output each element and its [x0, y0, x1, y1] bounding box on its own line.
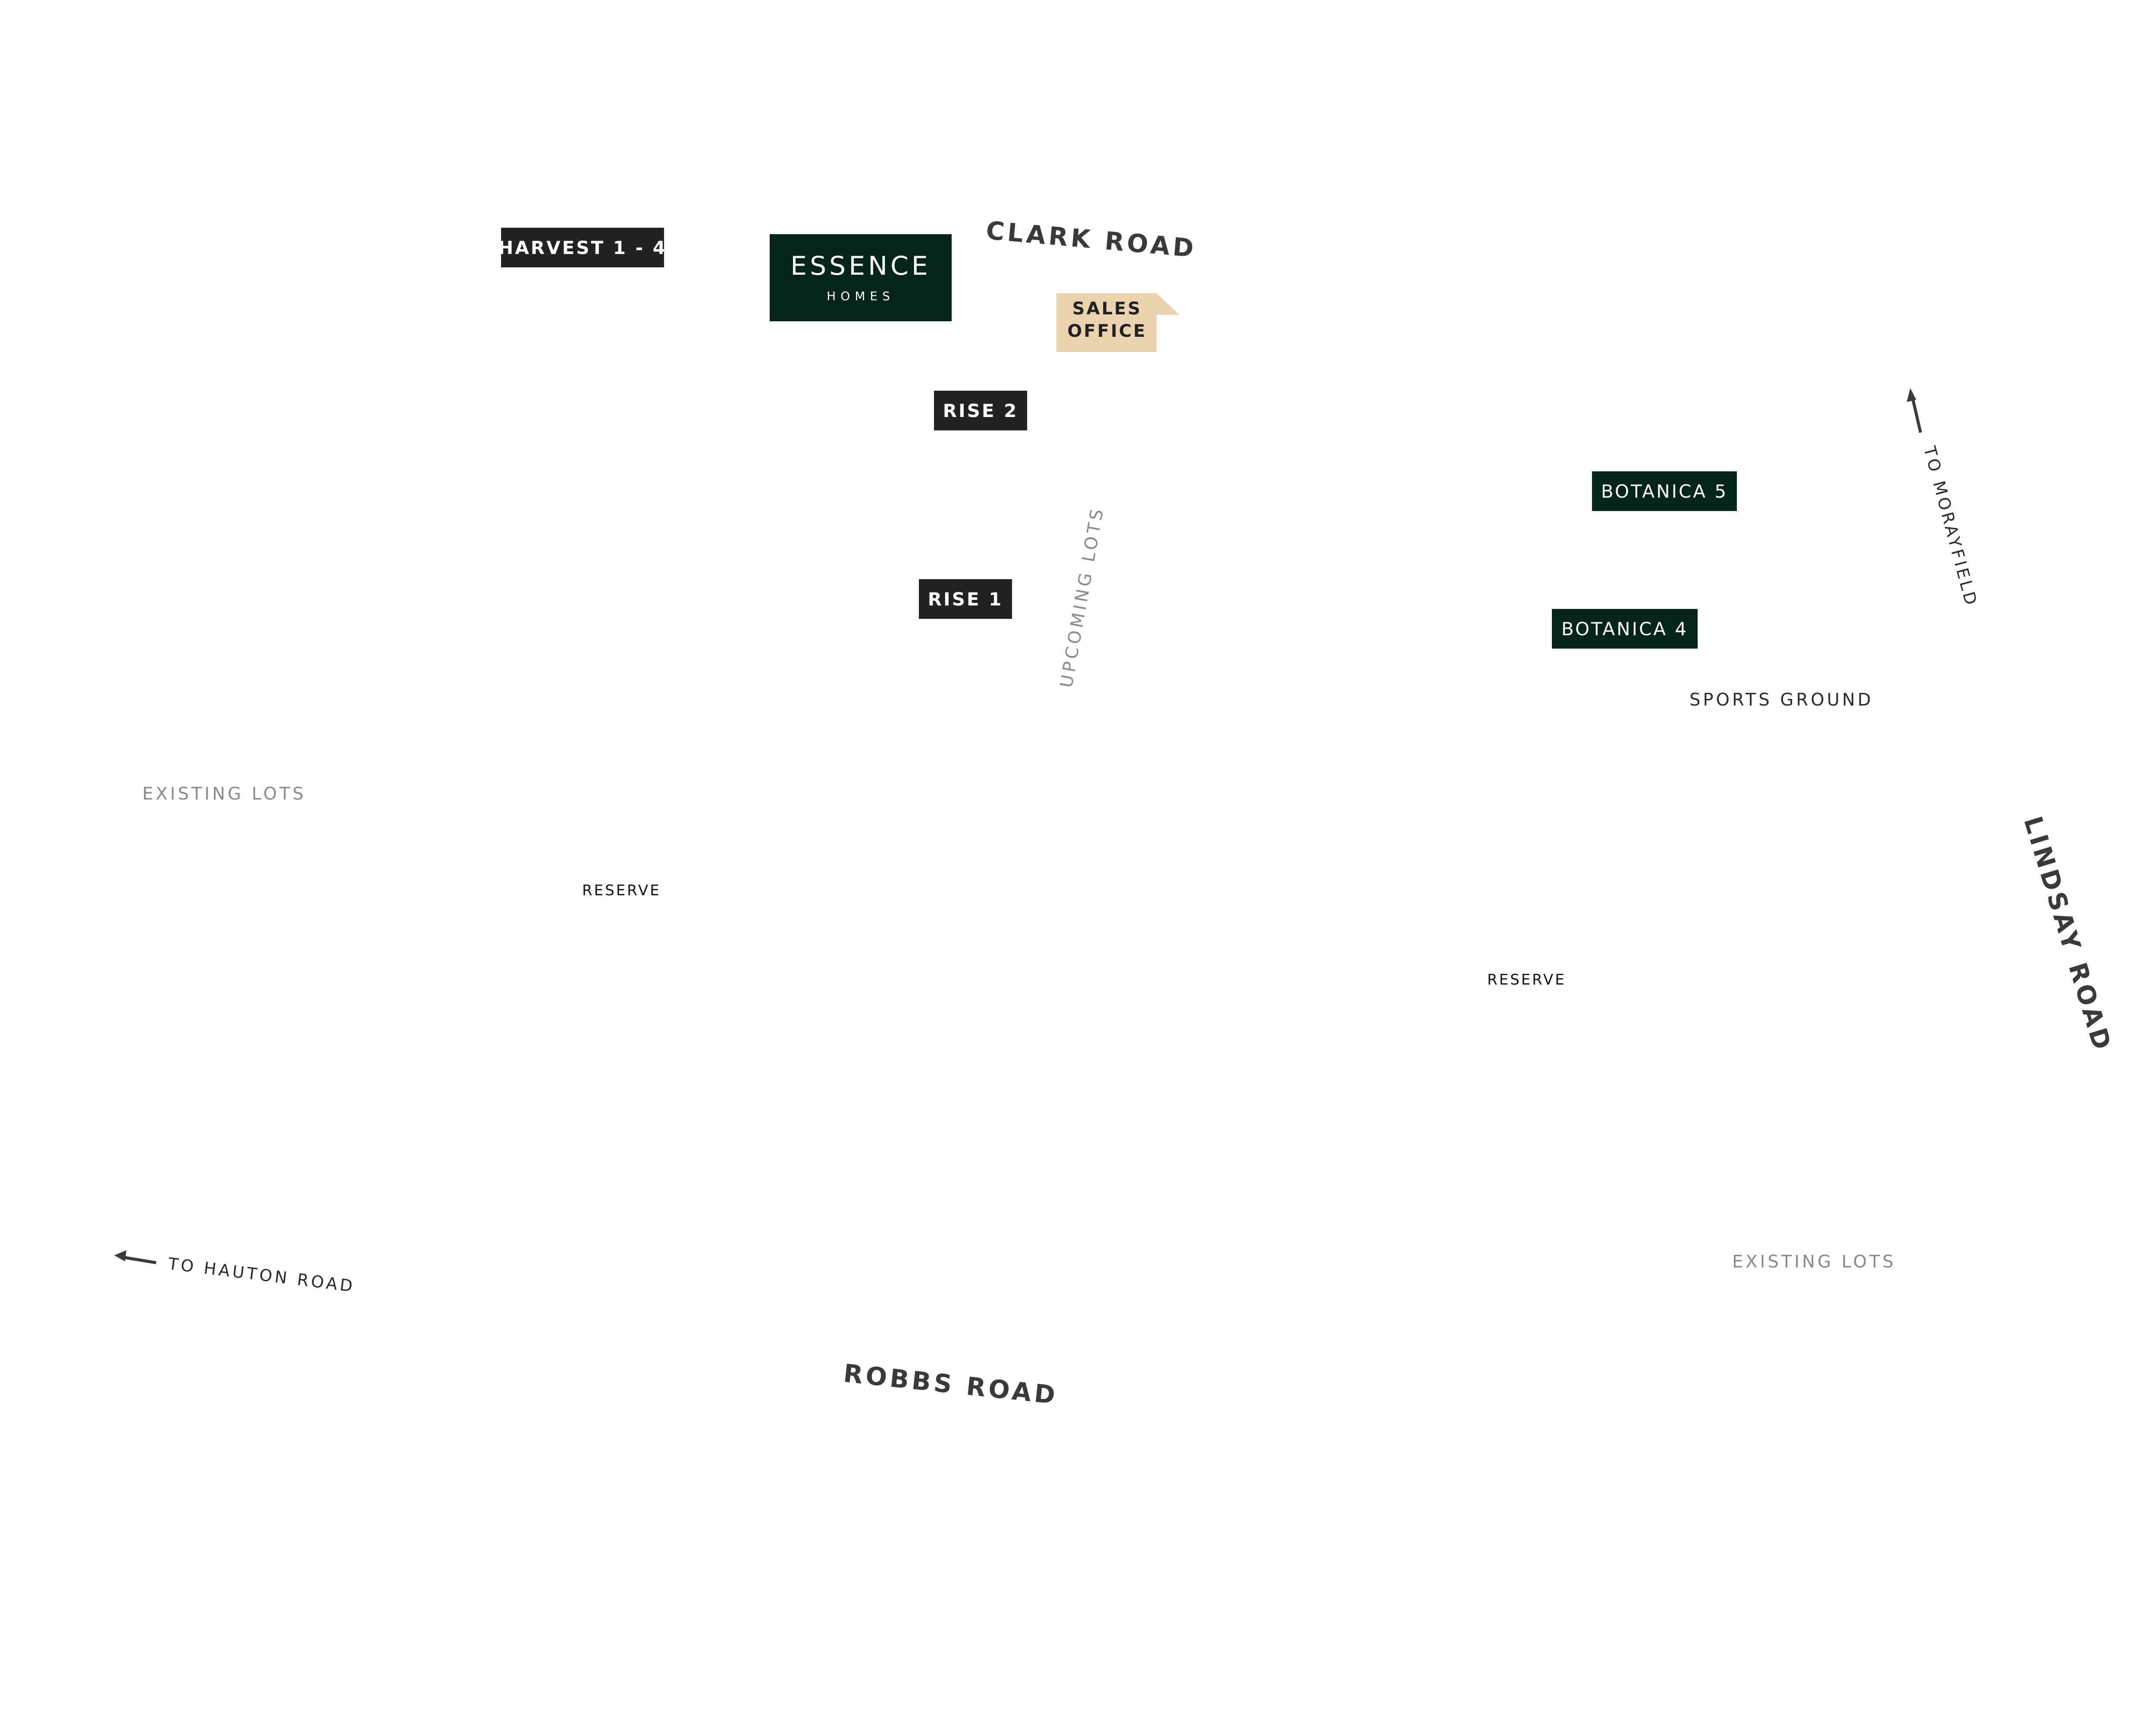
road-label-lindsay: LINDSAY ROAD [2018, 813, 2118, 1056]
estate-tag-rise-2[interactable]: RISE 2 [934, 391, 1027, 430]
area-label-upcoming-lots: UPCOMING LOTS [1056, 505, 1108, 689]
brand-name: ESSENCE [790, 251, 931, 281]
area-label-reserve-east: RESERVE [1487, 971, 1566, 988]
road-label-robbs: ROBBS ROAD [842, 1358, 1060, 1410]
sales-office-label: SALES OFFICE [1056, 298, 1158, 342]
arrow-to-morayfield-icon [1907, 388, 1922, 433]
area-label-reserve-west: RESERVE [582, 882, 661, 899]
sales-office-line1: SALES [1072, 299, 1142, 319]
road-label-clark: CLARK ROAD [985, 216, 1198, 263]
direction-label-morayfield: TO MORAYFIELD [1920, 444, 1981, 609]
sales-office-line2: OFFICE [1067, 321, 1147, 341]
estate-tag-botanica-4-label: BOTANICA 4 [1561, 618, 1689, 640]
brand-tagline: HOMES [827, 289, 895, 303]
area-label-sports-ground: SPORTS GROUND [1689, 690, 1874, 710]
area-label-existing-lots-west: EXISTING LOTS [142, 784, 306, 804]
estate-tag-botanica-4[interactable]: BOTANICA 4 [1552, 609, 1698, 649]
area-label-existing-lots-east: EXISTING LOTS [1732, 1252, 1896, 1272]
estate-tag-rise-1-label: RISE 1 [928, 588, 1003, 610]
arrow-to-hauton-icon [114, 1250, 157, 1264]
sales-office-shape [1056, 293, 1179, 352]
estate-tag-harvest[interactable]: HARVEST 1 - 4 [498, 228, 667, 267]
estate-tag-rise-2-label: RISE 2 [943, 400, 1018, 421]
estate-tag-rise-1[interactable]: RISE 1 [919, 579, 1012, 619]
estate-tag-botanica-5[interactable]: BOTANICA 5 [1592, 471, 1737, 511]
estate-tag-harvest-label: HARVEST 1 - 4 [498, 237, 667, 258]
direction-label-hauton: TO HAUTON ROAD [167, 1254, 356, 1296]
estate-tag-botanica-5-label: BOTANICA 5 [1601, 480, 1728, 502]
sales-office-marker[interactable]: SALES OFFICE [1056, 293, 1181, 352]
essence-homes-logo: ESSENCE HOMES [770, 234, 952, 321]
